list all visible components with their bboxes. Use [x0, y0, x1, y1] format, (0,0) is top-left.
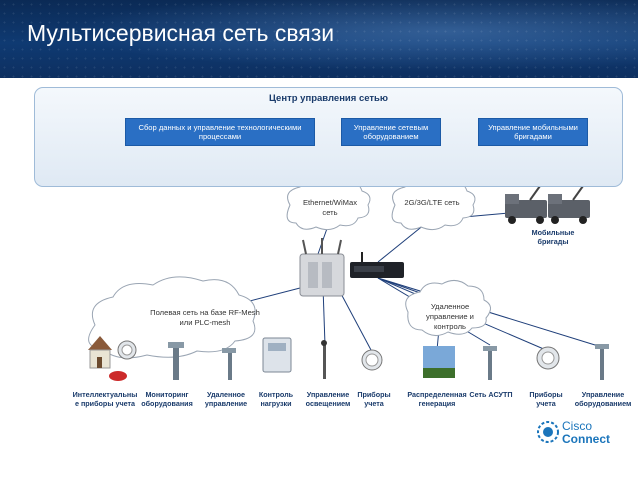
cloud-label-cellular: 2G/3G/LTE сеть	[404, 198, 460, 207]
cloud-label-mesh: Полевая сеть на базе RF-Mesh или PLC-mes…	[150, 308, 260, 327]
network-control-center: Центр управления сетью Сбор данных и упр…	[34, 87, 623, 187]
label-equipment-monitoring: Мониторинг оборудования	[141, 390, 193, 409]
cloud-remote	[405, 280, 491, 336]
ncc-box-network: Управление сетевым оборудованием	[341, 118, 441, 146]
label-remote-control: Удаленное управление	[204, 390, 248, 409]
meter-icon-2	[361, 349, 383, 371]
cisco-logo-icon	[537, 421, 559, 443]
label-apcs-network: Сеть АСУТП	[469, 390, 513, 399]
load-meter-icon	[262, 337, 292, 373]
pole-icon-4	[595, 344, 609, 380]
label-load-control: Контроль нагрузки	[258, 390, 294, 409]
label-mobile-teams: Мобильные бригады	[531, 228, 575, 247]
label-meters-1: Приборы учета	[357, 390, 391, 409]
logo-line1: Cisco	[562, 419, 593, 433]
car-icon	[109, 371, 127, 381]
page-title: Мультисервисная сеть связи	[27, 20, 335, 46]
ncc-box-mobile: Управление мобильными бригадами	[478, 118, 588, 146]
router-icon	[299, 238, 345, 297]
pole-icon-2	[222, 348, 236, 380]
house-icon	[88, 336, 112, 369]
pole-icon-3	[483, 346, 497, 380]
label-equipment-control: Управление оборудованием	[574, 390, 632, 409]
header-pattern	[0, 0, 638, 78]
lamp-icon	[321, 340, 327, 379]
meter-icon-1	[117, 340, 137, 360]
solar-icon	[423, 346, 455, 378]
cloud-label-remote: Удаленное управление и контроль	[426, 302, 474, 331]
label-smart-meters: Интеллектуальны е приборы учета	[72, 390, 138, 409]
pole-icon-1	[168, 342, 184, 380]
header-glow	[0, 0, 638, 78]
meter-icon-3	[536, 346, 560, 370]
label-distributed-generation: Распределенная генерация	[407, 390, 467, 409]
logo-line2: Connect	[562, 432, 610, 446]
ncc-box-scada: Сбор данных и управление технологическим…	[125, 118, 315, 146]
ncc-title: Центр управления сетью	[269, 93, 388, 104]
gateway-icon	[350, 252, 404, 278]
header-banner: Мультисервисная сеть связи	[0, 0, 638, 78]
label-meters-2: Приборы учета	[529, 390, 563, 409]
truck-icon	[505, 185, 590, 224]
cloud-label-ethernet: Ethernet/WiMax сеть	[302, 198, 358, 217]
label-lighting-control: Управление освещением	[305, 390, 351, 409]
